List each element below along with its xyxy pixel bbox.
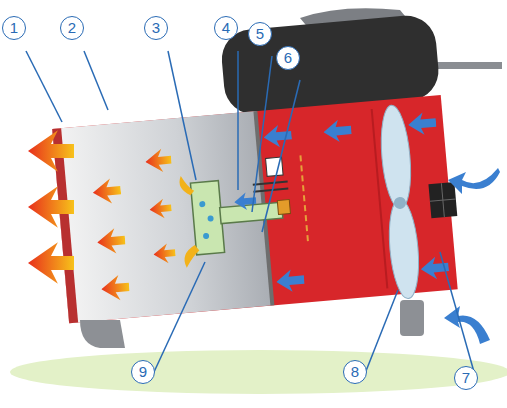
leader-line bbox=[168, 51, 196, 180]
rear-foot bbox=[400, 300, 424, 336]
leader-line bbox=[84, 51, 108, 110]
heat-arrow bbox=[92, 178, 122, 206]
leader-lines bbox=[26, 51, 476, 379]
pump-shaft bbox=[253, 182, 288, 185]
air-arrow bbox=[407, 111, 437, 136]
flame bbox=[183, 245, 200, 268]
ground-shadow bbox=[10, 350, 507, 394]
fan-hub bbox=[393, 196, 406, 209]
fuel-line bbox=[300, 155, 308, 245]
nozzle-dot bbox=[199, 201, 206, 208]
callout-number: 9 bbox=[131, 360, 155, 384]
air-arrow bbox=[323, 119, 353, 144]
leader-line bbox=[252, 56, 272, 212]
callout-number: 4 bbox=[214, 16, 238, 40]
leader-line bbox=[440, 252, 476, 379]
nozzle-dot bbox=[207, 215, 214, 222]
fan-blade bbox=[377, 104, 414, 210]
leader-line bbox=[366, 290, 398, 371]
grille-line bbox=[430, 199, 456, 201]
leader-line bbox=[237, 51, 239, 190]
heat-arrow bbox=[28, 242, 74, 283]
air-tube bbox=[220, 202, 283, 223]
motor-grille bbox=[428, 182, 457, 218]
pump-shaft bbox=[253, 189, 288, 192]
heat-arrow bbox=[96, 227, 126, 255]
flame bbox=[179, 175, 194, 196]
callout-number: 1 bbox=[2, 16, 26, 40]
leader-line bbox=[154, 262, 205, 372]
leader-line bbox=[26, 51, 62, 122]
leader-line bbox=[262, 80, 300, 232]
outer-casing bbox=[52, 95, 458, 323]
heat-arrow bbox=[28, 130, 74, 171]
fuel-valve bbox=[277, 200, 290, 215]
callout-number: 3 bbox=[144, 16, 168, 40]
heat-arrow bbox=[144, 148, 172, 174]
heater-body bbox=[45, 13, 464, 328]
callout-number: 2 bbox=[60, 16, 84, 40]
intake-arrow bbox=[444, 306, 490, 344]
heat-arrow bbox=[100, 274, 130, 302]
wheel-stand bbox=[80, 320, 125, 348]
heat-arrow bbox=[153, 243, 177, 265]
burner-head bbox=[190, 181, 224, 255]
callout-number: 5 bbox=[248, 22, 272, 46]
heat-arrow bbox=[28, 186, 74, 227]
fan-blade bbox=[386, 198, 423, 300]
air-arrow bbox=[275, 268, 305, 293]
callout-number: 6 bbox=[276, 46, 300, 70]
callout-number: 8 bbox=[343, 360, 367, 384]
heat-arrow bbox=[149, 198, 173, 220]
nozzle-dot bbox=[203, 233, 210, 240]
intake-arrow bbox=[448, 168, 500, 194]
callout-number: 7 bbox=[454, 366, 478, 390]
